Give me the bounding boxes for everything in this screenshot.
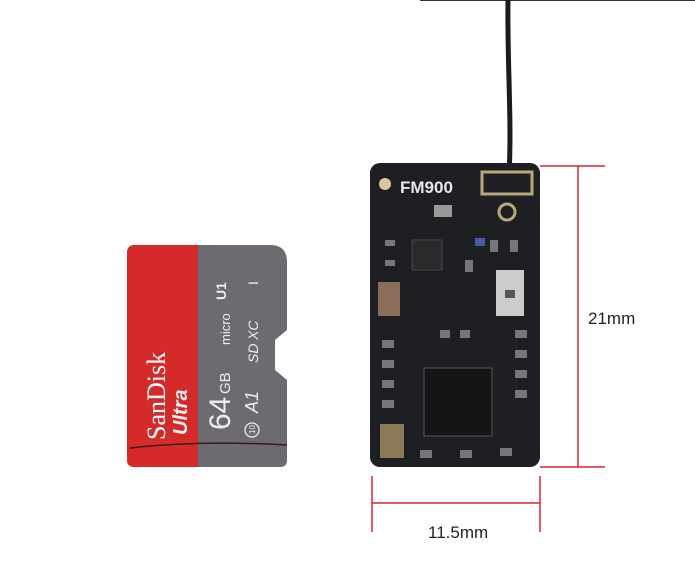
height-label: 21mm (588, 309, 635, 328)
card-brand: SanDisk (142, 352, 171, 440)
card-capacity-unit: GB (217, 372, 234, 394)
width-label: 11.5mm (428, 523, 488, 542)
microsd-card: SanDisk Ultra 64 GB micro U1 10 A1 SD XC… (127, 245, 288, 467)
board-label: FM900 (400, 178, 453, 197)
card-uhs-speed: U1 (213, 282, 229, 300)
card-line: Ultra (170, 389, 192, 435)
card-format-sd: SD (245, 344, 261, 363)
card-speed-class: 10 (248, 425, 257, 434)
card-format-xc: XC (245, 320, 261, 341)
width-dimension (371, 476, 541, 532)
card-capacity: 64 (204, 397, 237, 430)
card-uhs: I (245, 281, 261, 285)
card-app-class: A1 (242, 391, 262, 414)
height-dimension (540, 165, 605, 468)
receiver-board: FM900 (370, 163, 540, 467)
card-format-micro: micro (218, 313, 233, 345)
speed-class-icon (244, 422, 260, 438)
